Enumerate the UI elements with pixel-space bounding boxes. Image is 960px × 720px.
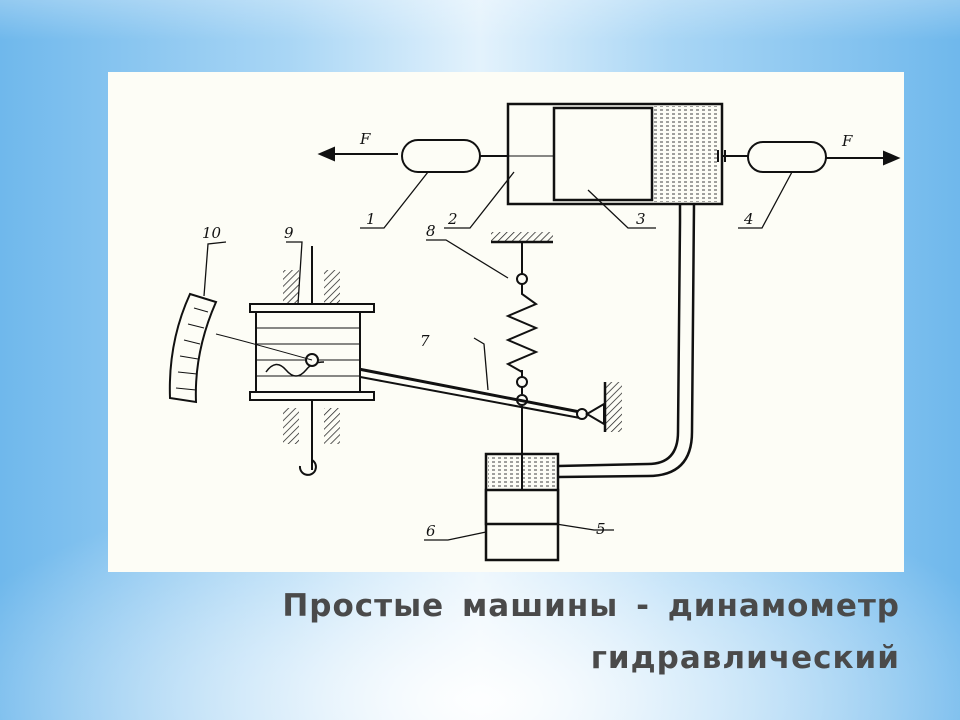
callout-4: 4 <box>743 210 754 228</box>
callout-5: 5 <box>596 520 606 538</box>
lever-pivot <box>585 402 605 426</box>
force-label-right: F <box>841 132 853 150</box>
left-force-arrow <box>317 146 398 162</box>
hydraulic-pipe <box>557 203 696 479</box>
spring-8 <box>505 284 539 374</box>
callout-1: 1 <box>366 210 376 228</box>
callout-leaders <box>203 171 793 541</box>
scale-10 <box>168 292 313 404</box>
callout-8: 8 <box>426 222 436 240</box>
piston-5 <box>484 488 560 526</box>
dynamometer-diagram: F F 1 2 3 4 5 6 7 8 9 10 <box>108 72 904 572</box>
wall-support <box>606 382 622 432</box>
callout-2: 2 <box>447 210 458 228</box>
recording-drum-9 <box>249 246 375 476</box>
slide-title-line-1: Простые машины - динамометр <box>282 588 900 624</box>
main-cylinder-2 <box>506 102 724 206</box>
callout-6: 6 <box>426 522 436 540</box>
callout-10: 10 <box>202 224 222 242</box>
callout-7: 7 <box>420 332 430 350</box>
grip-4 <box>747 141 827 173</box>
right-force-arrow <box>826 150 901 166</box>
piston-3 <box>552 106 654 202</box>
force-label-left: F <box>359 130 371 148</box>
callout-9: 9 <box>284 224 294 242</box>
grip-1 <box>401 139 481 173</box>
slide-title-line-2: гидравлический <box>590 640 900 676</box>
callout-3: 3 <box>636 210 646 228</box>
ceiling-support <box>491 232 553 242</box>
